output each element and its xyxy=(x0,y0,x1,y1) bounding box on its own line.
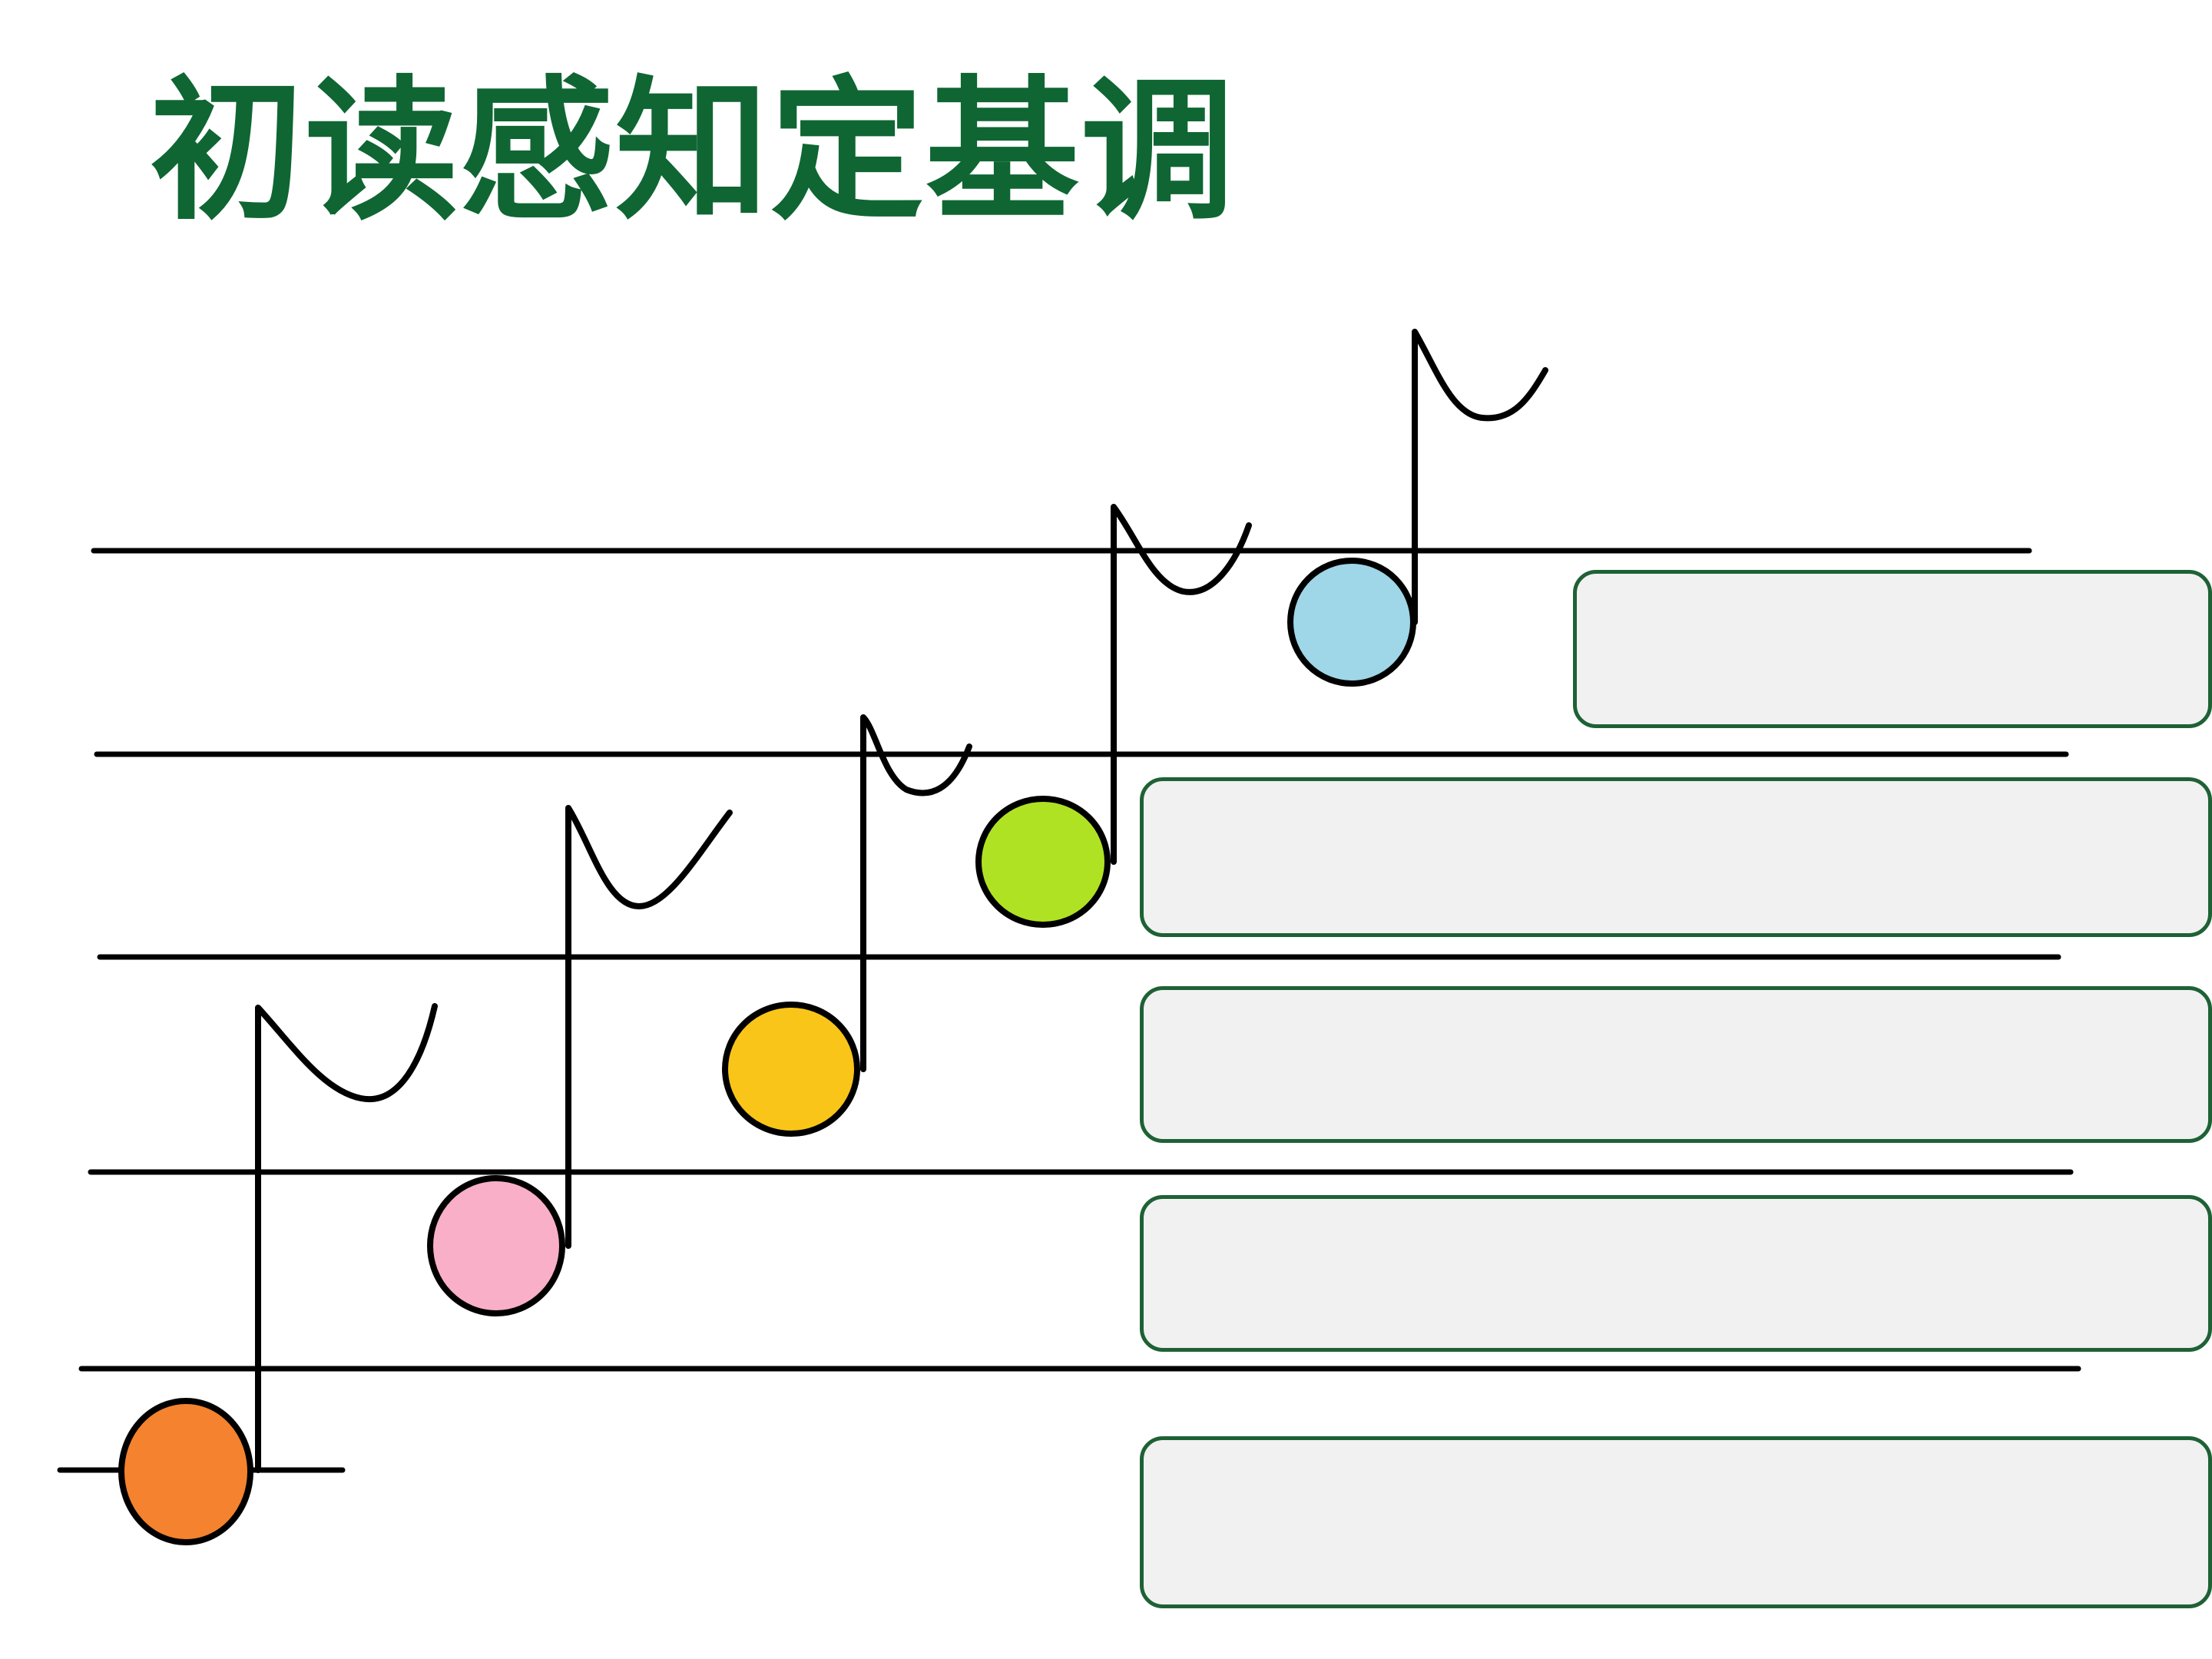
yellow-note-head xyxy=(722,1002,860,1137)
note-orange xyxy=(60,1003,438,1545)
pink-note-stem-flag xyxy=(565,805,733,1249)
green-note-head xyxy=(975,796,1111,928)
yellow-note-stem-flag xyxy=(860,714,972,1072)
blue-note-stem-flag xyxy=(1412,329,1548,625)
orange-note-head xyxy=(118,1398,253,1545)
note-blue xyxy=(1287,329,1548,687)
answer-box-4[interactable] xyxy=(1140,1195,2212,1352)
answer-box-5[interactable] xyxy=(1140,1436,2212,1608)
answer-box-1[interactable] xyxy=(1573,570,2212,728)
answer-box-2[interactable] xyxy=(1140,777,2212,937)
orange-note-stem-flag xyxy=(255,1003,438,1473)
note-pink xyxy=(427,805,733,1316)
green-note-stem-flag xyxy=(1111,504,1252,865)
answer-box-3[interactable] xyxy=(1140,986,2212,1143)
blue-note-head xyxy=(1287,558,1416,687)
note-yellow xyxy=(722,714,972,1137)
slide-title: 初读感知定基调 xyxy=(150,62,1237,241)
note-green xyxy=(975,504,1252,928)
pink-note-head xyxy=(427,1175,565,1316)
